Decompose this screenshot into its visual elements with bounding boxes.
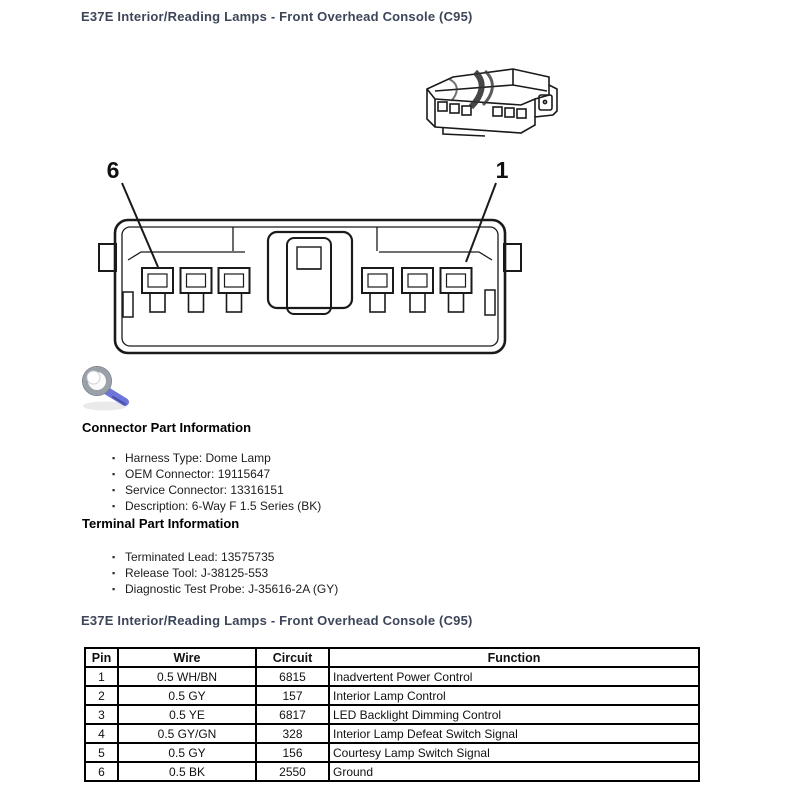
list-item: Service Connector: 13316151 xyxy=(111,482,321,498)
terminal-cavity xyxy=(361,267,394,313)
connector-3d-illustration xyxy=(426,68,558,137)
terminal-cavity xyxy=(439,267,473,313)
list-item: OEM Connector: 19115647 xyxy=(111,466,321,482)
magnifier-handle xyxy=(103,387,129,406)
wire-cell: 0.5 GY xyxy=(117,742,257,763)
list-item: Description: 6-Way F 1.5 Series (BK) xyxy=(111,498,321,514)
connector-body xyxy=(98,218,522,355)
cavity-label-6: 6 xyxy=(107,157,120,183)
circuit-cell: 157 xyxy=(255,685,330,706)
cavity-label-1: 1 xyxy=(496,157,509,183)
col-header-pin: Pin xyxy=(84,647,119,668)
function-cell: Interior Lamp Control xyxy=(328,685,700,706)
magnifier-lens-highlight xyxy=(86,370,101,385)
magnifier-zoom-button[interactable] xyxy=(77,366,135,414)
center-latch xyxy=(266,230,354,315)
terminal-cavity xyxy=(179,267,213,313)
wire-cell: 0.5 BK xyxy=(117,761,257,782)
col-header-wire: Wire xyxy=(117,647,257,668)
terminal-cavities xyxy=(122,267,496,318)
table-row: 1 0.5 WH/BN 6815 Inadvertent Power Contr… xyxy=(84,666,700,687)
list-item: Harness Type: Dome Lamp xyxy=(111,450,321,466)
wire-cell: 0.5 WH/BN xyxy=(117,666,257,687)
connector-view-title: E37E Interior/Reading Lamps - Front Over… xyxy=(81,9,473,24)
terminal-cavity xyxy=(217,267,251,313)
table-header-row: Pin Wire Circuit Function xyxy=(84,647,700,668)
col-header-circuit: Circuit xyxy=(255,647,330,668)
pin-cell: 5 xyxy=(84,742,119,763)
table-row: 2 0.5 GY 157 Interior Lamp Control xyxy=(84,685,700,706)
leader-line-1 xyxy=(465,182,497,263)
table-row: 4 0.5 GY/GN 328 Interior Lamp Defeat Swi… xyxy=(84,723,700,744)
magnifier-shadow xyxy=(83,401,127,411)
index-slot xyxy=(484,289,496,316)
connector-face-diagram: 6 1 xyxy=(98,157,522,355)
terminal-part-info-list: Terminated Lead: 13575735 Release Tool: … xyxy=(111,549,338,597)
pin-cell: 4 xyxy=(84,723,119,744)
pinout-table: Pin Wire Circuit Function 1 0.5 WH/BN 68… xyxy=(84,647,700,782)
leader-line-6 xyxy=(121,182,159,268)
list-item: Release Tool: J-38125-553 xyxy=(111,565,338,581)
index-slot xyxy=(122,291,134,318)
table-row: 6 0.5 BK 2550 Ground xyxy=(84,761,700,782)
pin-cell: 6 xyxy=(84,761,119,782)
pin-cell: 3 xyxy=(84,704,119,725)
function-cell: Ground xyxy=(328,761,700,782)
connector-part-info-heading: Connector Part Information xyxy=(82,420,252,435)
function-cell: Courtesy Lamp Switch Signal xyxy=(328,742,700,763)
terminal-cavity xyxy=(401,267,434,313)
wire-cell: 0.5 YE xyxy=(117,704,257,725)
col-header-function: Function xyxy=(328,647,700,668)
table-row: 3 0.5 YE 6817 LED Backlight Dimming Cont… xyxy=(84,704,700,725)
function-cell: Inadvertent Power Control xyxy=(328,666,700,687)
circuit-cell: 328 xyxy=(255,723,330,744)
list-item: Terminated Lead: 13575735 xyxy=(111,549,338,565)
function-cell: LED Backlight Dimming Control xyxy=(328,704,700,725)
list-item: Diagnostic Test Probe: J-35616-2A (GY) xyxy=(111,581,338,597)
terminal-cavity xyxy=(141,267,174,313)
circuit-cell: 156 xyxy=(255,742,330,763)
table-row: 5 0.5 GY 156 Courtesy Lamp Switch Signal xyxy=(84,742,700,763)
wire-cell: 0.5 GY xyxy=(117,685,257,706)
circuit-cell: 6817 xyxy=(255,704,330,725)
circuit-cell: 6815 xyxy=(255,666,330,687)
function-cell: Interior Lamp Defeat Switch Signal xyxy=(328,723,700,744)
magnifier-handle-edge xyxy=(112,396,126,405)
wire-cell: 0.5 GY/GN xyxy=(117,723,257,744)
terminal-part-info-heading: Terminal Part Information xyxy=(82,516,240,531)
pinout-table-title: E37E Interior/Reading Lamps - Front Over… xyxy=(81,613,473,628)
pin-cell: 2 xyxy=(84,685,119,706)
circuit-cell: 2550 xyxy=(255,761,330,782)
pin-cell: 1 xyxy=(84,666,119,687)
connector-part-info-list: Harness Type: Dome Lamp OEM Connector: 1… xyxy=(111,450,321,514)
